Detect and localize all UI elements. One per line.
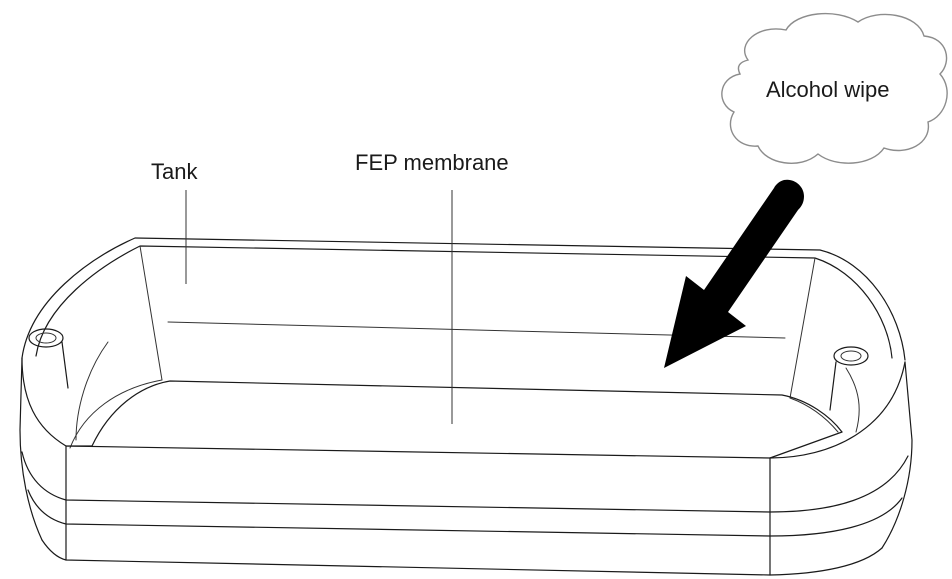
right-inner-wall bbox=[789, 397, 839, 433]
alcohol-wipe-label: Alcohol wipe bbox=[766, 77, 890, 102]
fep-membrane-label: FEP membrane bbox=[355, 150, 509, 175]
back-wall-left-edge bbox=[139, 245, 163, 381]
right-corner-hole bbox=[840, 350, 862, 362]
right-boss-post bbox=[829, 361, 837, 411]
tank-band-1 bbox=[21, 451, 909, 513]
left-corner-hole bbox=[35, 332, 57, 344]
cloud-callout bbox=[721, 12, 948, 164]
tank-band-2 bbox=[27, 489, 903, 537]
tank-inner-rim bbox=[35, 245, 893, 359]
tank-front-top-edge bbox=[21, 357, 906, 459]
right-corner-boss bbox=[833, 346, 869, 366]
tank-label: Tank bbox=[151, 159, 198, 184]
fep-membrane-floor bbox=[91, 380, 843, 447]
wipe-arrow bbox=[664, 179, 804, 368]
tank-outer-rim bbox=[21, 237, 906, 361]
tank-body-right-side bbox=[881, 361, 913, 549]
left-boss-post bbox=[61, 341, 69, 389]
left-inner-wall bbox=[69, 379, 163, 449]
right-inner-wall-2 bbox=[845, 367, 860, 433]
tank-front-top-edge-inner bbox=[65, 431, 843, 459]
left-corner-boss bbox=[28, 328, 64, 348]
tank-bottom-edge bbox=[41, 539, 883, 576]
tank-body-left-side bbox=[19, 357, 43, 541]
left-inner-wall-2 bbox=[75, 341, 109, 441]
back-wall-right-edge bbox=[789, 257, 816, 399]
